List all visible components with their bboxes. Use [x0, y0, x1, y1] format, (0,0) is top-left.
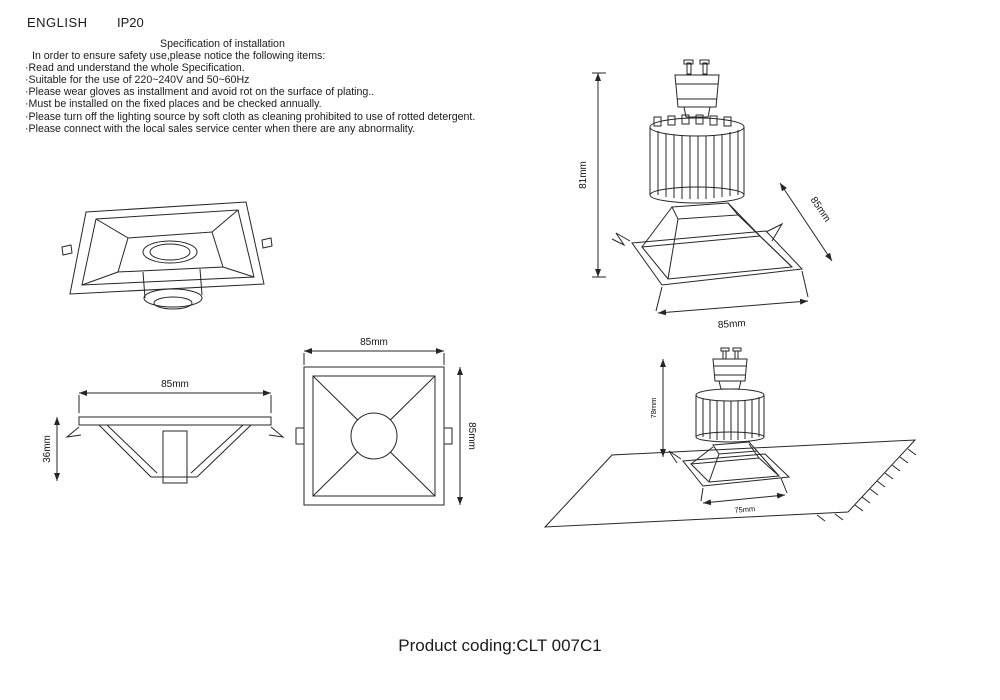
front-width-label: 85mm: [360, 337, 388, 348]
spec-item: ·Please wear gloves as installment and a…: [25, 86, 375, 99]
spec-item: ·Read and understand the whole Specifica…: [25, 62, 245, 75]
product-coding: Product coding:CLT 007C1: [398, 636, 602, 655]
installed-lamp-lines: [668, 347, 791, 487]
spec-item: ·Must be installed on the fixed places a…: [25, 98, 322, 111]
lamp-3d-drawing: 81mm 85mm 85mm: [578, 59, 833, 331]
side-view-lines: [65, 416, 285, 484]
language-label: ENGLISH: [27, 15, 88, 30]
front-view-dimensions: 85mm 85mm: [303, 337, 477, 505]
install-cutout-width-label: 75mm: [734, 504, 756, 515]
side-width-label: 85mm: [161, 379, 189, 390]
spec-title: Specification of installation: [160, 38, 285, 50]
install-height-label: 78mm: [649, 398, 658, 419]
lamp-body-lines: [611, 59, 804, 286]
spec-item: ·Please turn off the lighting source by …: [25, 110, 476, 123]
installation-dimensions: 78mm 75mm: [649, 359, 788, 515]
side-height-label: 36mm: [42, 435, 53, 463]
lamp-side-diag-label: 85mm: [808, 195, 833, 224]
spec-intro: In order to ensure safety use,please not…: [32, 50, 326, 63]
ip-rating-label: IP20: [117, 15, 144, 30]
installation-drawing: 78mm 75mm: [543, 347, 917, 528]
side-view-drawing: 85mm 36mm: [42, 379, 285, 484]
spec-item: ·Suitable for the use of 220~240V and 50…: [25, 74, 250, 87]
lamp-height-label: 81mm: [578, 161, 589, 189]
lamp-base-width-label: 85mm: [718, 318, 746, 331]
side-view-dimensions: 85mm 36mm: [42, 379, 272, 481]
perspective-trim-drawing: [61, 201, 273, 310]
front-view-drawing: 85mm 85mm: [295, 337, 477, 506]
front-height-label: 85mm: [466, 422, 477, 450]
front-view-lines: [295, 366, 453, 506]
trim-frame-lines: [61, 201, 273, 310]
specification-text: Specification of installation In order t…: [25, 38, 505, 135]
lamp-dimensions: 81mm 85mm 85mm: [578, 72, 833, 331]
ceiling-panel-lines: [543, 439, 917, 528]
spec-item: ·Please connect with the local sales ser…: [25, 122, 416, 135]
